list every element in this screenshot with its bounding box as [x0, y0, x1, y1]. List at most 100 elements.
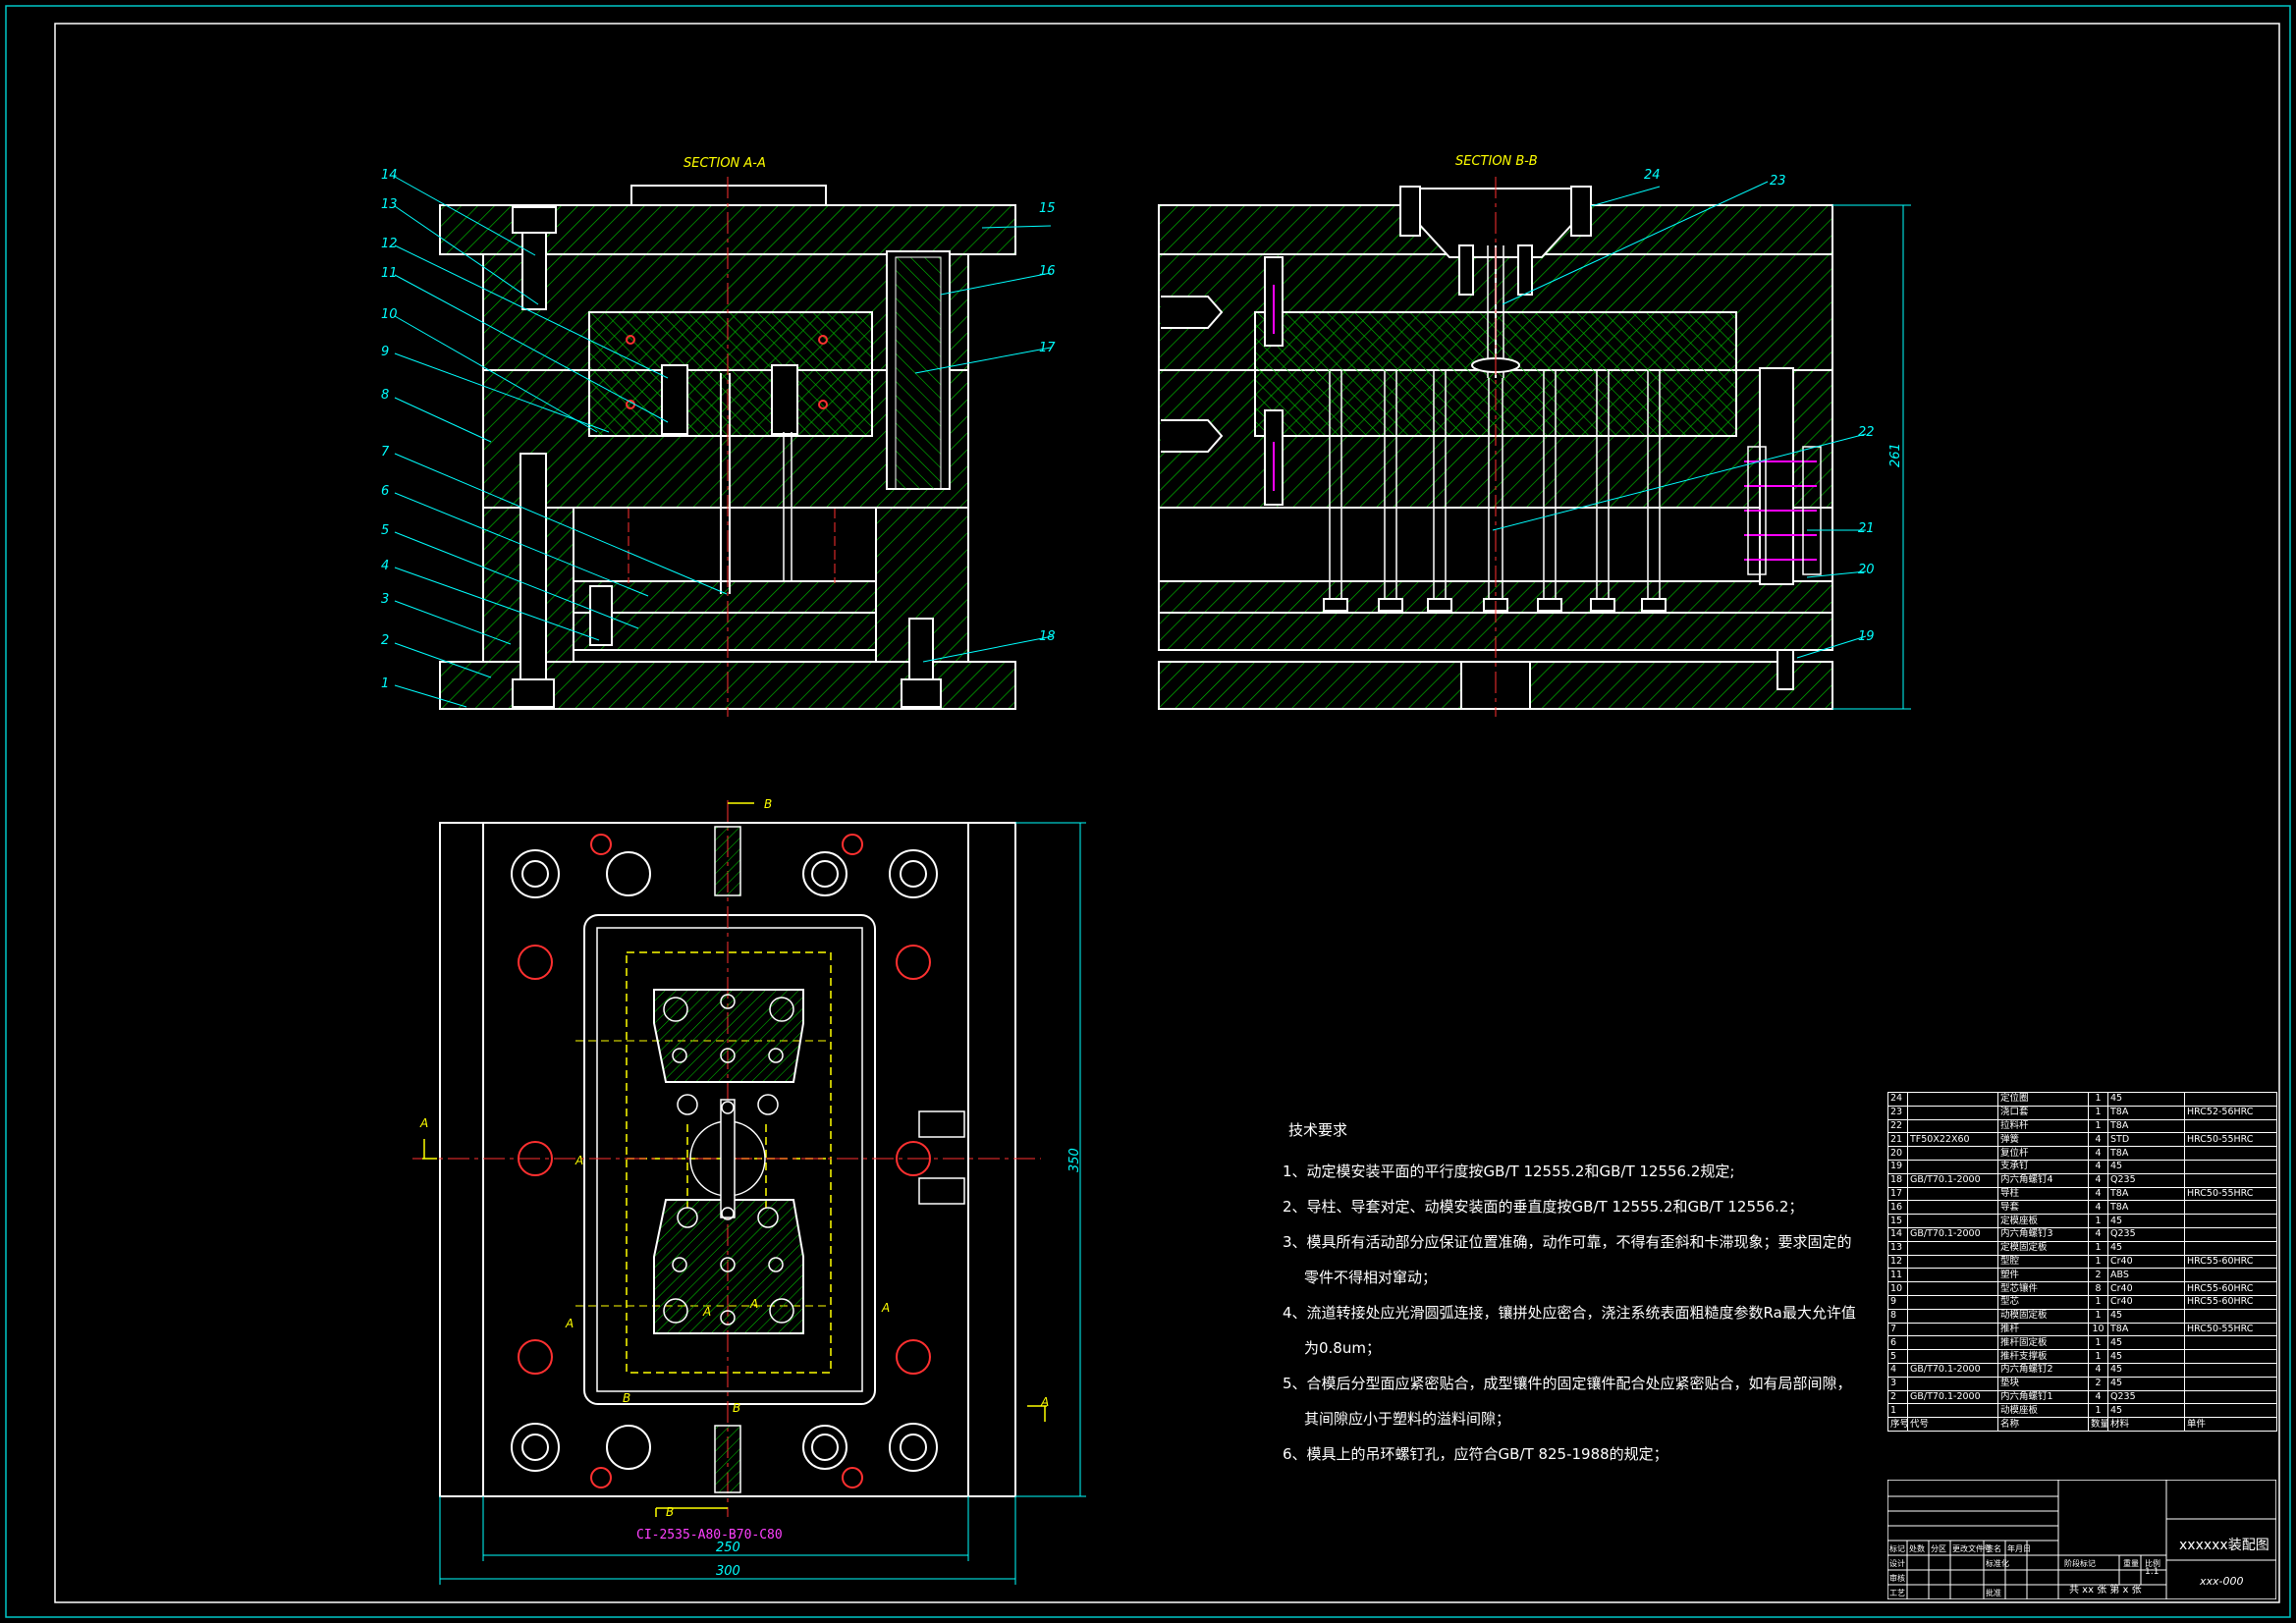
- bom-cell-no: 17: [1887, 1186, 1908, 1202]
- svg-text:9: 9: [381, 345, 389, 359]
- bom-cell-name: 定位圈: [1997, 1092, 2089, 1107]
- bom-cell-mat: Q235: [2107, 1226, 2185, 1242]
- bom-header-std: 代号: [1907, 1417, 1998, 1432]
- drawing-name: xxxxxx装配图: [2179, 1538, 2269, 1553]
- bom-cell-note: HRC50-55HRC: [2184, 1132, 2277, 1148]
- bom-cell-mat: Cr40: [2107, 1281, 2185, 1296]
- bom-cell-qty: 2: [2088, 1376, 2108, 1391]
- bom-cell-name: 型芯镶件: [1997, 1281, 2089, 1296]
- bom-header-mat: 材料: [2107, 1417, 2185, 1432]
- bom-cell-qty: 1: [2088, 1214, 2108, 1228]
- bom-cell-name: 型腔: [1997, 1254, 2089, 1270]
- bom-cell-qty: 4: [2088, 1226, 2108, 1242]
- bom-cell-std: GB/T70.1-2000: [1907, 1226, 1998, 1242]
- bom-cell-note: [2184, 1118, 2277, 1134]
- bom-cell-mat: T8A: [2107, 1105, 2185, 1120]
- svg-text:12: 12: [381, 237, 398, 251]
- svg-text:13: 13: [381, 197, 398, 212]
- bom-cell-std: GB/T70.1-2000: [1907, 1362, 1998, 1378]
- bom-cell-mat: T8A: [2107, 1200, 2185, 1216]
- bom-cell-std: [1907, 1240, 1998, 1256]
- bom-cell-no: 21: [1887, 1132, 1908, 1148]
- bom-cell-note: [2184, 1214, 2277, 1228]
- sheet-count: 共 xx 张 第 x 张: [2069, 1585, 2142, 1596]
- bom-cell-std: [1907, 1146, 1998, 1161]
- tech-line: 5、合模后分型面应紧密贴合，成型镶件的固定镶件配合处应紧密贴合，如有局部间隙，: [1283, 1375, 1852, 1392]
- bom-cell-name: 定模固定板: [1997, 1240, 2089, 1256]
- svg-text:19: 19: [1858, 629, 1875, 644]
- bom-cell-qty: 1: [2088, 1118, 2108, 1134]
- plan-view: 350 250 300 CI-2535-A80-B70-C80 A A B B …: [412, 797, 1086, 1585]
- tech-requirements-title: 技术要求: [1288, 1121, 1348, 1139]
- bom-cell-note: HRC55-60HRC: [2184, 1294, 2277, 1310]
- bom-cell-no: 1: [1887, 1403, 1908, 1419]
- tech-line: 4、流道转接处应光滑圆弧连接，镶拼处应密合，浇注系统表面粗糙度参数Ra最大允许值: [1283, 1304, 1856, 1322]
- bom-cell-qty: 4: [2088, 1132, 2108, 1148]
- bom-cell-std: [1907, 1105, 1998, 1120]
- bom-cell-std: [1907, 1376, 1998, 1391]
- bom-cell-note: HRC50-55HRC: [2184, 1186, 2277, 1202]
- bom-cell-qty: 4: [2088, 1186, 2108, 1202]
- dim-plan-height: 350: [1067, 1148, 1082, 1172]
- bom-cell-mat: 45: [2107, 1240, 2185, 1256]
- bom-cell-mat: STD: [2107, 1132, 2185, 1148]
- bom-cell-std: [1907, 1281, 1998, 1296]
- bom-cell-note: HRC55-60HRC: [2184, 1281, 2277, 1296]
- bom-cell-std: [1907, 1214, 1998, 1228]
- bom-cell-qty: 10: [2088, 1322, 2108, 1337]
- inner-border: [54, 23, 2280, 1603]
- tech-line: 6、模具上的吊环螺钉孔，应符合GB/T 825-1988的规定；: [1283, 1445, 1668, 1463]
- bom-cell-note: [2184, 1172, 2277, 1188]
- bom-cell-name: 导套: [1997, 1200, 2089, 1216]
- svg-text:4: 4: [381, 559, 389, 573]
- bom-cell-note: [2184, 1092, 2277, 1107]
- bom-cell-name: 支承钉: [1997, 1159, 2089, 1174]
- svg-text:8: 8: [381, 388, 389, 403]
- bom-header-note1: 单件: [2184, 1417, 2277, 1432]
- svg-text:16: 16: [1039, 264, 1056, 279]
- bom-cell-note: [2184, 1335, 2277, 1351]
- bom-cell-note: [2184, 1146, 2277, 1161]
- svg-text:3: 3: [381, 592, 389, 607]
- section-marker-b-bottom: B: [666, 1505, 674, 1519]
- bom-cell-std: GB/T70.1-2000: [1907, 1389, 1998, 1405]
- bom-cell-mat: 45: [2107, 1362, 2185, 1378]
- svg-text:6: 6: [381, 484, 389, 499]
- section-marker-b-top: B: [764, 797, 772, 811]
- bom-cell-name: 复位杆: [1997, 1146, 2089, 1161]
- bom-header-row: 序号代号名称数量材料单件: [1887, 1417, 2277, 1432]
- outer-border: [5, 5, 2291, 1618]
- bom-cell-no: 6: [1887, 1335, 1908, 1351]
- bom-cell-note: [2184, 1268, 2277, 1283]
- ejector-retainer-plate: [573, 580, 877, 614]
- section-marker-a-left: A: [419, 1116, 428, 1130]
- svg-text:A: A: [881, 1301, 890, 1315]
- drawing-code: xxx-000: [2200, 1575, 2244, 1588]
- svg-text:18: 18: [1039, 629, 1056, 644]
- svg-text:A: A: [565, 1317, 574, 1330]
- svg-text:B: B: [733, 1401, 740, 1415]
- bom-cell-std: TF50X22X60: [1907, 1132, 1998, 1148]
- bom-cell-std: [1907, 1322, 1998, 1337]
- bom-cell-no: 15: [1887, 1214, 1908, 1228]
- part-number-labels-left: 14 13 12 11 10 9 8 7 6 5 4 3 2 1 15 16 1…: [381, 168, 1056, 691]
- bom-cell-qty: 1: [2088, 1240, 2108, 1256]
- bom-cell-qty: 1: [2088, 1105, 2108, 1120]
- bom-cell-mat: 45: [2107, 1376, 2185, 1391]
- bom-cell-mat: Q235: [2107, 1172, 2185, 1188]
- scale-value: 1:1: [2145, 1567, 2159, 1577]
